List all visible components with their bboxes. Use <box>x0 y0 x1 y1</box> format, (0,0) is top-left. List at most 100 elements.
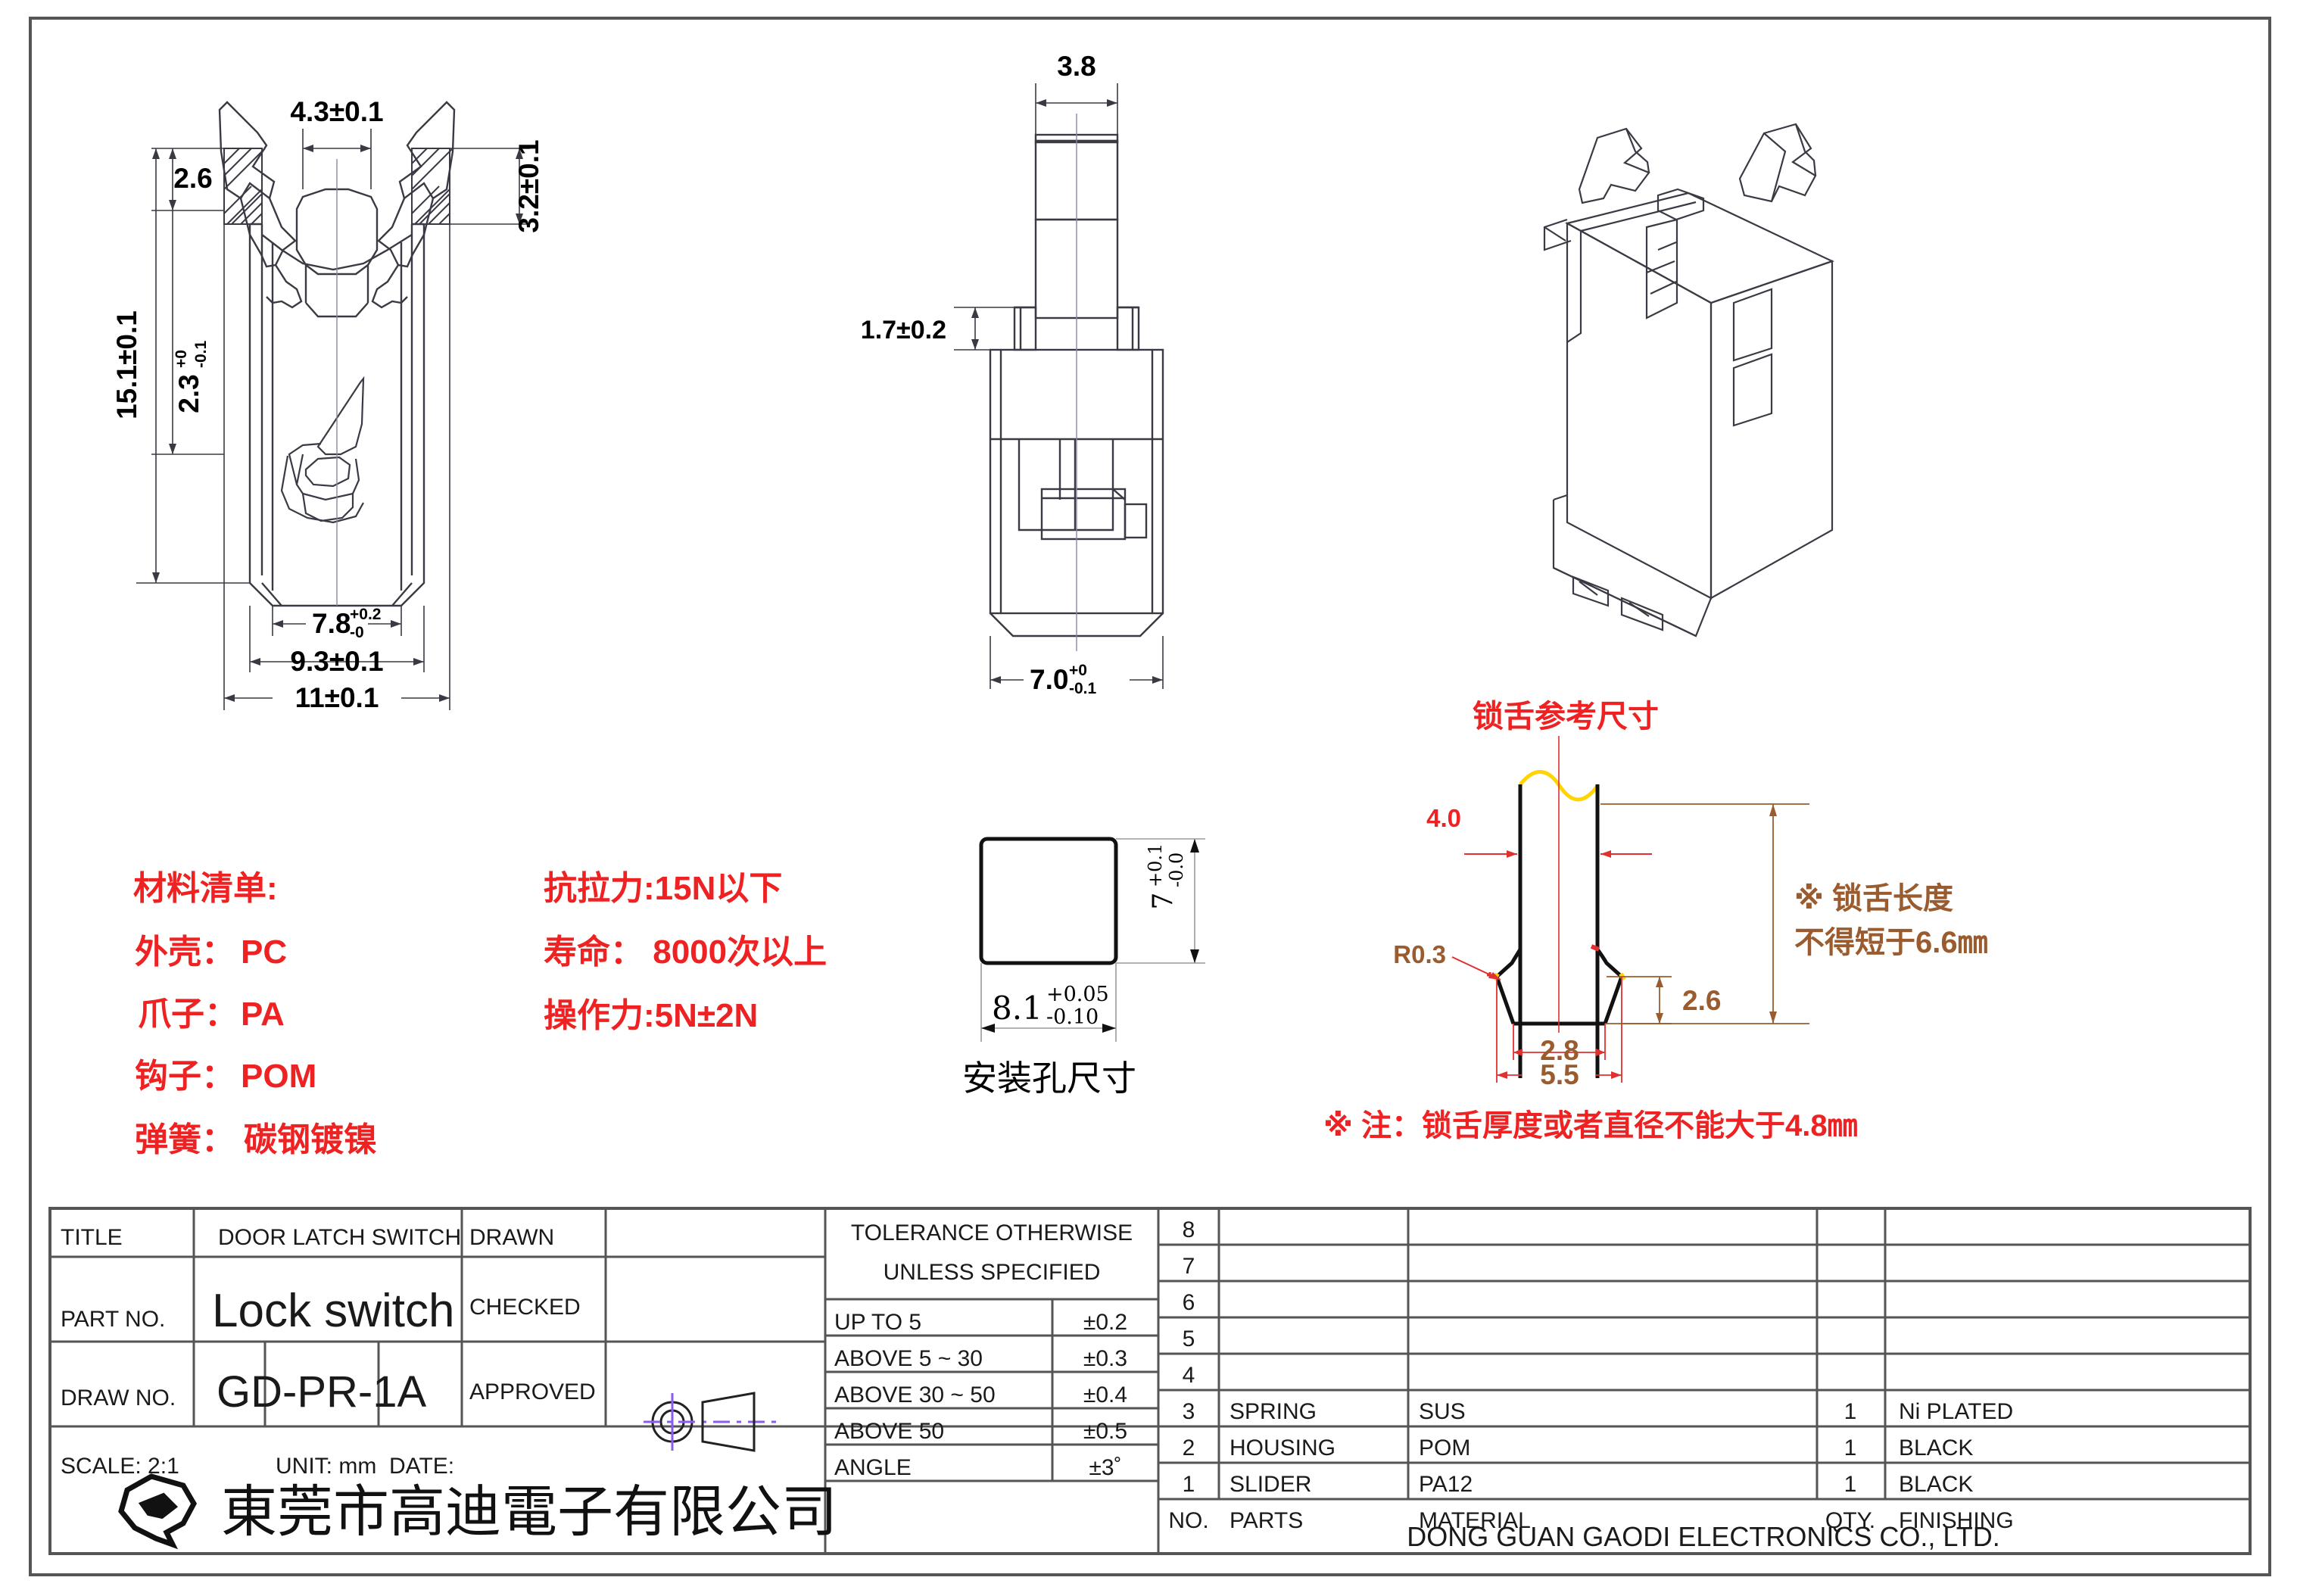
mh-height-upper: +0.1 <box>1145 843 1166 887</box>
part-qty-1: 1 <box>1844 1472 1857 1497</box>
tol-value-1: ±0.3 <box>1083 1346 1127 1371</box>
label-draw-no: DRAW NO. <box>61 1386 176 1411</box>
part-no-8: 8 <box>1183 1217 1195 1242</box>
material-list-heading: 材料清单: <box>133 870 278 907</box>
dim-7.8-group: 7.8 +0.2 -0 <box>312 606 381 641</box>
col-material: MATERIAL <box>1419 1508 1531 1533</box>
dim-2.3: 2.3 <box>173 374 204 413</box>
dim-1.7: 1.7±0.2 <box>861 316 946 344</box>
part-no-1: 1 <box>1183 1472 1195 1497</box>
mh-height-lower: -0.0 <box>1166 853 1187 887</box>
latch-tongue-title: 锁舌参考尺寸 <box>1473 699 1659 734</box>
material-spring-value: 碳钢镀镍 <box>244 1121 377 1158</box>
label-unit: UNIT: mm <box>276 1454 376 1479</box>
dim-2.3-group: 2.3 +0 -0.1 <box>173 340 210 413</box>
tol-range-4: ANGLE <box>834 1455 912 1480</box>
specs-note: 抗拉力:15N以下 寿命： 8000次以上 操作力:5N±2N <box>544 870 827 1034</box>
part-material-3: SUS <box>1419 1399 1466 1424</box>
dim-3.8: 3.8 <box>1057 51 1096 82</box>
dim-15.1: 15.1±0.1 <box>111 310 142 419</box>
mh-width-value: 8.1 <box>992 990 1043 1027</box>
mounting-hole-caption: 安装孔尺寸 <box>962 1058 1136 1099</box>
tolerance-header-2: UNLESS SPECIFIED <box>884 1260 1101 1285</box>
latch-note-line2: 不得短于6.6㎜ <box>1794 926 1988 959</box>
label-checked: CHECKED <box>469 1295 581 1320</box>
material-hook-value: POM <box>241 1058 316 1095</box>
label-part-no: PART NO. <box>61 1307 165 1332</box>
spec-life: 寿命： 8000次以上 <box>544 933 827 971</box>
tolerance-header-1: TOLERANCE OTHERWISE <box>851 1220 1133 1245</box>
dim-2.8: 2.8 <box>1540 1035 1579 1066</box>
col-no: NO. <box>1168 1508 1208 1533</box>
dim-7.0: 7.0 <box>1030 664 1068 695</box>
mounting-hole-view: 7 +0.1 -0.0 8.1 +0.05 -0.10 安装孔尺寸 <box>962 837 1205 1099</box>
col-qty: QTY. <box>1825 1508 1875 1533</box>
dim-R0.3: R0.3 <box>1393 940 1446 968</box>
front-view-dimensions <box>136 129 530 710</box>
tol-range-2: ABOVE 30 ~ 50 <box>834 1382 996 1407</box>
part-material-2: POM <box>1419 1435 1470 1460</box>
part-name-2: HOUSING <box>1230 1435 1336 1460</box>
part-no-3: 3 <box>1183 1399 1195 1424</box>
dim-7.8: 7.8 <box>312 608 351 639</box>
mh-height-value: 7 <box>1148 893 1179 910</box>
label-title: TITLE <box>61 1225 123 1250</box>
tol-range-1: ABOVE 5 ~ 30 <box>834 1346 983 1371</box>
material-claw-label: 爪子： <box>138 996 238 1033</box>
dim-4.0: 4.0 <box>1426 804 1461 832</box>
dim-2.3-upper: +0 <box>173 350 190 368</box>
tol-value-2: ±0.4 <box>1083 1382 1127 1407</box>
dim-7.0-upper: +0 <box>1069 662 1087 679</box>
part-no-4: 4 <box>1183 1363 1195 1388</box>
latch-note-line1: ※ 锁舌长度 <box>1794 882 1953 915</box>
value-title: DOOR LATCH SWITCH <box>218 1225 461 1250</box>
part-material-1: PA12 <box>1419 1472 1473 1497</box>
part-no-5: 5 <box>1183 1326 1195 1351</box>
material-hook-label: 钩子： <box>135 1058 235 1095</box>
material-shell-label: 外壳： <box>135 934 235 971</box>
latch-tongue-view: 锁舌参考尺寸 4.0 <box>1393 699 1988 1090</box>
mounting-hole-height-dim: 7 +0.1 -0.0 <box>1145 843 1187 910</box>
company-name-cn: 東莞市高迪電子有限公司 <box>221 1479 837 1545</box>
part-qty-3: 1 <box>1844 1399 1857 1424</box>
dim-5.5: 5.5 <box>1540 1059 1579 1090</box>
dim-3.2: 3.2±0.1 <box>513 139 544 232</box>
part-name-1: SLIDER <box>1230 1472 1311 1497</box>
sheet-border <box>29 17 2271 1576</box>
dim-11: 11±0.1 <box>295 682 379 713</box>
label-drawn: DRAWN <box>469 1225 554 1250</box>
part-finishing-2: BLACK <box>1899 1435 1973 1460</box>
tol-value-4: ±3˚ <box>1089 1455 1121 1480</box>
material-claw-value: PA <box>241 996 285 1033</box>
label-scale: SCALE: 2:1 <box>61 1454 179 1479</box>
col-finishing: FINISHING <box>1899 1508 2014 1533</box>
dim-7.8-lower: -0 <box>350 624 364 641</box>
mh-width-lower: -0.10 <box>1046 1005 1099 1029</box>
material-spring-label: 弹簧： <box>135 1121 235 1158</box>
value-part-no: Lock switch <box>212 1285 454 1337</box>
part-no-7: 7 <box>1183 1254 1195 1279</box>
dim-7.0-group: 7.0 +0 -0.1 <box>1030 662 1097 697</box>
spec-operating-force: 操作力:5N±2N <box>544 997 758 1034</box>
mounting-hole-outline <box>979 837 1118 965</box>
part-qty-2: 1 <box>1844 1435 1857 1460</box>
dim-2.6-tongue: 2.6 <box>1682 985 1721 1016</box>
dim-7.8-upper: +0.2 <box>350 606 381 623</box>
tol-value-3: ±0.5 <box>1083 1419 1127 1444</box>
part-no-6: 6 <box>1183 1290 1195 1315</box>
spec-pull-force: 抗拉力:15N以下 <box>544 870 782 907</box>
part-no-2: 2 <box>1183 1435 1195 1460</box>
part-finishing-3: Ni PLATED <box>1899 1399 2013 1424</box>
first-angle-projection-icon <box>644 1392 777 1452</box>
material-list-note: 材料清单: 外壳： PC 爪子： PA 钩子： POM 弹簧： 碳钢镀镍 <box>133 870 377 1158</box>
label-date: DATE: <box>389 1454 454 1479</box>
value-draw-no: GD-PR-1A <box>217 1367 426 1417</box>
isometric-3d-view <box>1543 123 1834 637</box>
label-approved: APPROVED <box>469 1379 596 1404</box>
title-block: TITLE DOOR LATCH SWITCH DRAWN PART NO. L… <box>48 1207 2252 1555</box>
company-name-en: DONG GUAN GAODI ELECTRONICS CO., LTD. <box>1407 1521 1999 1552</box>
dim-2.3-lower: -0.1 <box>192 340 210 368</box>
tol-value-0: ±0.2 <box>1083 1310 1127 1335</box>
